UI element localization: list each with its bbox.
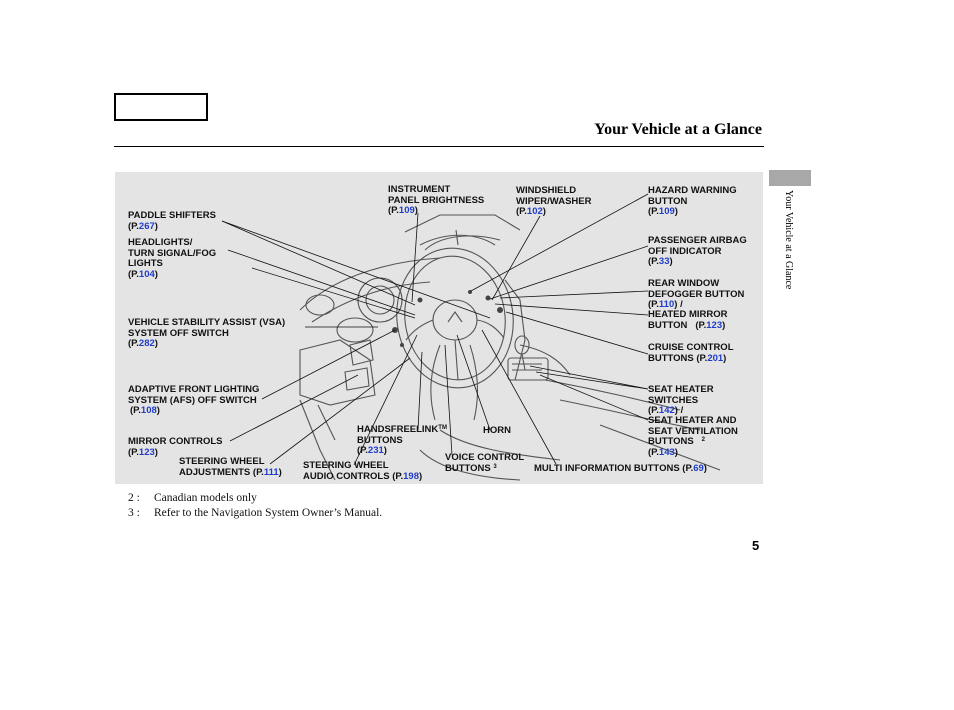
- label-rear-window-defogger: REAR WINDOW DEFOGGER BUTTON (P.110) /: [648, 278, 745, 310]
- footnotes: 2 :Canadian models only 3 :Refer to the …: [128, 491, 382, 521]
- footnote-2: 2 :Canadian models only: [128, 492, 257, 504]
- ref-hazard-warning[interactable]: (P.109): [648, 206, 678, 217]
- page-number: 5: [752, 538, 760, 553]
- label-cruise-control: CRUISE CONTROL BUTTONS (P.201): [648, 342, 734, 364]
- label-vsa-switch: VEHICLE STABILITY ASSIST (VSA) SYSTEM OF…: [128, 317, 286, 349]
- ref-afs[interactable]: (P.108): [130, 405, 160, 416]
- label-seat-heater-switches: SEAT HEATER SWITCHES (P.142) /: [648, 384, 714, 416]
- ref-headlights[interactable]: (P.104): [128, 268, 158, 280]
- label-horn: HORN: [483, 425, 511, 436]
- ref-wiper-washer[interactable]: (P.102): [516, 206, 546, 217]
- label-passenger-airbag: PASSENGER AIRBAG OFF INDICATOR (P.33): [648, 235, 747, 267]
- page-title: Your Vehicle at a Glance: [594, 121, 762, 138]
- label-handsfreelink: HANDSFREELINKTM BUTTONS (P.231): [357, 424, 447, 456]
- label-voice-control: VOICE CONTROL BUTTONS 3: [445, 452, 525, 474]
- ref-cruise-control[interactable]: (P.201): [696, 352, 727, 364]
- ref-steering-audio[interactable]: (P.198): [392, 470, 423, 482]
- label-mirror-controls: MIRROR CONTROLS (P.123): [128, 436, 223, 458]
- ref-seat-ventilation[interactable]: (P.143): [648, 446, 678, 458]
- ref-rear-window[interactable]: (P.110): [648, 299, 678, 310]
- ref-seat-heater[interactable]: (P.142): [648, 405, 678, 416]
- ref-multi-information[interactable]: (P.69): [682, 463, 707, 474]
- side-section-label: Your Vehicle at a Glance: [783, 190, 794, 290]
- title-rule: [114, 146, 764, 147]
- label-headlights: HEADLIGHTS/ TURN SIGNAL/FOG LIGHTS (P.10…: [128, 237, 217, 280]
- label-wiper-washer: WINDSHIELD WIPER/WASHER (P.102): [516, 185, 592, 217]
- ref-heated-mirror[interactable]: (P.123): [695, 319, 726, 331]
- ref-paddle-shifters[interactable]: (P.267): [128, 220, 158, 232]
- ref-passenger-airbag[interactable]: (P.33): [648, 256, 673, 267]
- ref-instrument-brightness[interactable]: (P.109): [388, 205, 418, 216]
- footnote-3: 3 :Refer to the Navigation System Owner’…: [128, 507, 383, 519]
- label-multi-information: MULTI INFORMATION BUTTONS (P.69): [534, 463, 707, 474]
- label-afs-switch: ADAPTIVE FRONT LIGHTING SYSTEM (AFS) OFF…: [128, 384, 260, 416]
- ref-steering-adjustments[interactable]: (P.111): [252, 466, 282, 478]
- section-tab-box: [114, 93, 208, 121]
- ref-mirror-controls[interactable]: (P.123): [128, 446, 158, 458]
- ref-vsa[interactable]: (P.282): [128, 338, 158, 349]
- label-seat-ventilation: SEAT HEATER AND SEAT VENTILATION BUTTONS…: [648, 415, 738, 458]
- label-heated-mirror: HEATED MIRROR BUTTON (P.123): [648, 309, 728, 331]
- side-thumb-tab[interactable]: [769, 170, 811, 186]
- label-instrument-brightness: INSTRUMENT PANEL BRIGHTNESS (P.109): [388, 184, 485, 216]
- label-steering-adjustments: STEERING WHEEL ADJUSTMENTS (P.111): [179, 456, 282, 478]
- label-hazard-warning: HAZARD WARNING BUTTON (P.109): [648, 185, 737, 217]
- label-steering-audio: STEERING WHEEL AUDIO CONTROLS (P.198): [303, 460, 423, 482]
- ref-handsfreelink[interactable]: (P.231): [357, 445, 387, 456]
- label-paddle-shifters: PADDLE SHIFTERS (P.267): [128, 210, 216, 232]
